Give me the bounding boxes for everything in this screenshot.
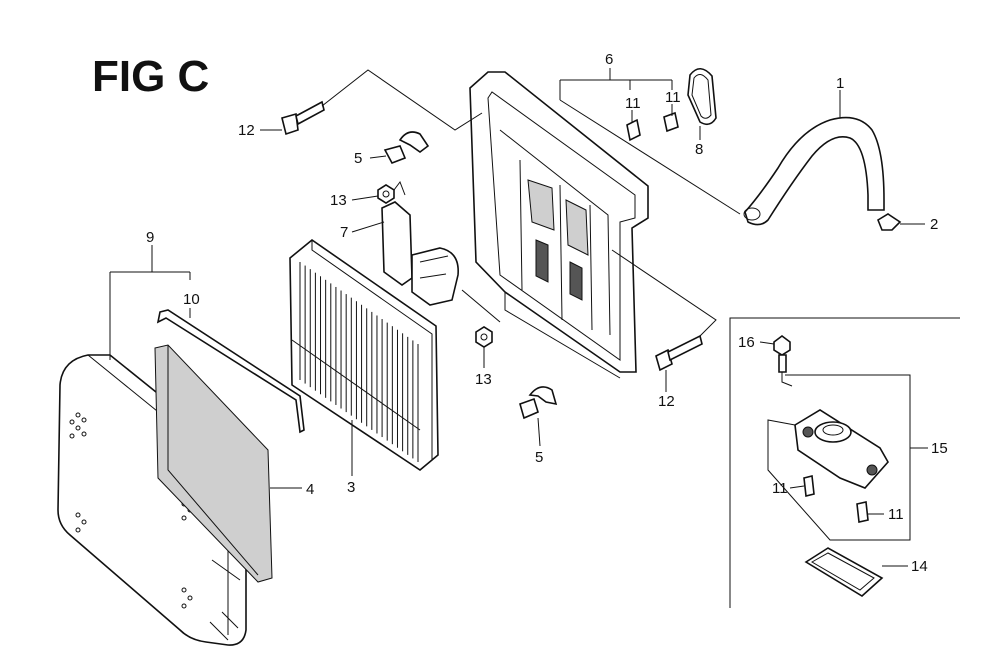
callout-15: 15 (931, 440, 948, 457)
callout-3: 3 (347, 479, 355, 496)
callout-14: 14 (911, 558, 928, 575)
callout-7: 7 (340, 224, 348, 241)
part-gasket-14 (804, 547, 884, 597)
callout-1: 1 (836, 75, 844, 92)
callout-12-lower: 12 (658, 393, 675, 410)
part-o-ring (687, 67, 717, 126)
callout-12-upper: 12 (238, 122, 255, 139)
callout-13-lower: 13 (475, 371, 492, 388)
callout-2: 2 (930, 216, 938, 233)
part-clamp-lower (519, 386, 558, 420)
part-grommet-top-2 (663, 111, 679, 133)
part-clip (877, 213, 902, 231)
part-bolt-upper (281, 100, 325, 136)
callout-5-lower: 5 (535, 449, 543, 466)
part-grommet-inset-2 (856, 501, 869, 523)
part-bolt-16 (773, 335, 791, 373)
callout-6: 6 (605, 51, 613, 68)
callout-11-inset-2: 11 (888, 506, 904, 523)
part-seal-strip (156, 309, 305, 434)
callout-labels: 1 2 3 4 5 5 6 7 8 9 10 11 11 11 11 12 12… (146, 51, 948, 575)
callout-4: 4 (306, 481, 314, 498)
callout-16: 16 (738, 334, 755, 351)
callout-11-top-1: 11 (625, 95, 641, 112)
callout-9: 9 (146, 229, 154, 246)
inset-box (729, 317, 960, 608)
callout-11-top-2: 11 (665, 89, 681, 106)
part-grommet-top-1 (626, 118, 641, 142)
callout-10: 10 (183, 291, 200, 308)
part-grommet-inset-1 (803, 475, 815, 497)
part-breather-tube (743, 116, 885, 226)
callout-13-upper: 13 (330, 192, 347, 209)
callout-11-inset-1: 11 (772, 480, 788, 497)
part-cover-15 (794, 409, 889, 489)
figure-title: FIG C (92, 52, 209, 101)
part-paper-filter (289, 238, 439, 471)
part-bracket (381, 201, 459, 306)
part-nut-upper (377, 184, 395, 204)
callout-8: 8 (695, 141, 703, 158)
part-nut-lower (475, 326, 493, 348)
part-clamp-upper (383, 131, 430, 164)
part-bolt-lower (655, 334, 703, 372)
part-foam-element (154, 344, 273, 583)
part-air-cleaner-case (469, 71, 649, 379)
callout-5-upper: 5 (354, 150, 362, 167)
leader-lines (109, 68, 928, 567)
